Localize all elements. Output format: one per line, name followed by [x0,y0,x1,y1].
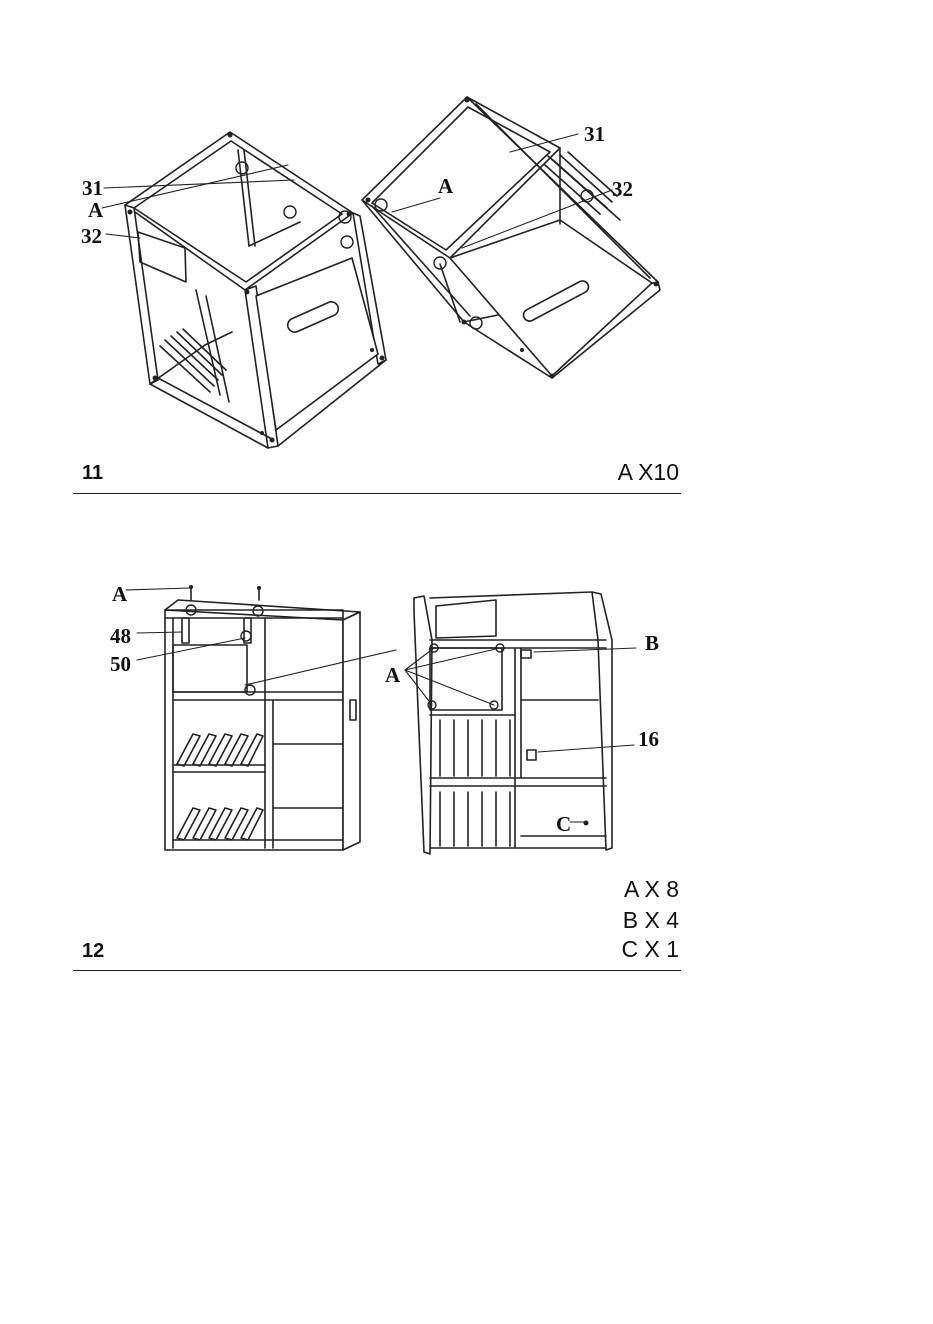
step12-left-cabinet-drawing [126,585,396,850]
step12-quantity-c: C X 1 [621,937,679,961]
callout-31-left: 31 [82,176,103,200]
callout-31-right: 31 [584,122,605,146]
callout-c: C [556,812,571,836]
callout-a-left: A [88,198,104,222]
callout-32-right: 32 [612,177,633,201]
step11-divider [73,493,681,494]
step12-divider [73,970,681,971]
step11-right-cabinet-drawing [362,97,660,379]
step-number-11: 11 [82,463,103,483]
callout-50: 50 [110,652,131,676]
callout-32-left: 32 [81,224,102,248]
callout-a-step12-right: A [385,663,401,687]
step-number-12: 12 [82,941,104,961]
callout-16: 16 [638,727,659,751]
step11-hardware-quantity: A X10 [618,460,679,484]
callout-48: 48 [110,624,131,648]
rear-vertical-slats [440,720,510,846]
callout-a-step12-left: A [112,582,128,606]
step11-left-cabinet-drawing [102,132,386,448]
step12-quantity-b: B X 4 [623,908,679,932]
callout-b: B [645,631,659,655]
callout-a-right: A [438,174,454,198]
step12-quantity-a: A X 8 [624,877,679,901]
step12-right-cabinet-drawing [405,592,636,854]
